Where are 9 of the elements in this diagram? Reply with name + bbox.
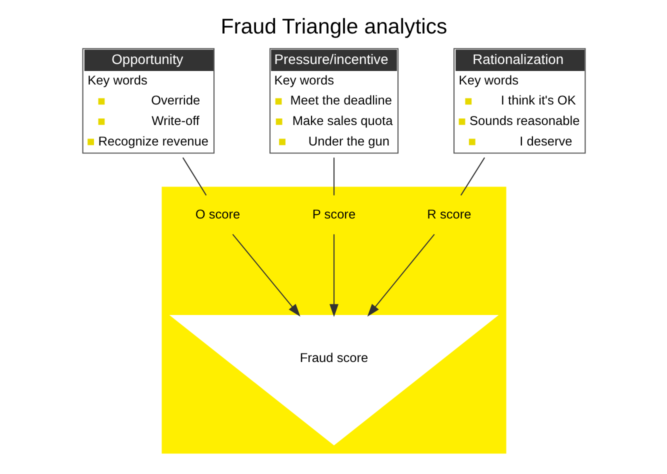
cluster bbox=[161, 186, 506, 454]
node-text: R score bbox=[426, 206, 471, 222]
arrow bbox=[232, 234, 300, 317]
diagram-title: Fraud Triangle analytics bbox=[220, 14, 447, 39]
connector bbox=[332, 158, 334, 196]
node-text: O score bbox=[194, 206, 240, 222]
arrow bbox=[329, 234, 338, 317]
node-text: P score bbox=[312, 206, 356, 222]
arrow bbox=[366, 234, 434, 317]
